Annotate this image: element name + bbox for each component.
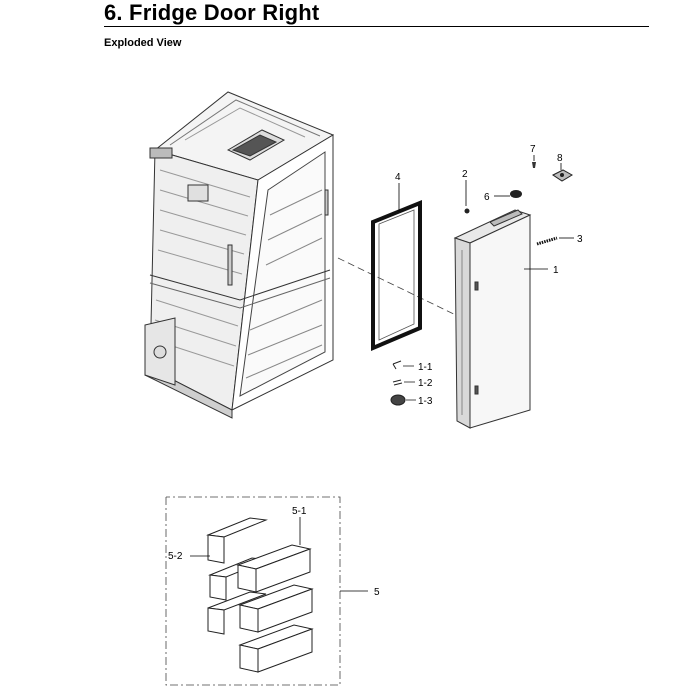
door-gasket: [371, 200, 422, 352]
door-bin-large: [236, 544, 314, 673]
door-bins-group: [165, 496, 368, 686]
callout-8: 8: [557, 153, 563, 164]
fridge-door: [453, 209, 532, 429]
door-stopper: [494, 190, 522, 198]
title-rule: [104, 26, 649, 27]
callout-3: 3: [577, 234, 583, 245]
callout-1-1: 1-1: [418, 362, 433, 373]
alignment-line: [337, 257, 463, 319]
callout-1-3: 1-3: [418, 396, 433, 407]
callout-5-2: 5-2: [168, 551, 183, 562]
page-subtitle: Exploded View: [104, 37, 182, 49]
callout-5-1: 5-1: [292, 506, 307, 517]
callout-6: 6: [484, 192, 490, 203]
page-title: 6. Fridge Door Right: [104, 0, 320, 25]
callout-4: 4: [395, 172, 401, 183]
screw: [532, 155, 536, 168]
callout-1-2: 1-2: [418, 378, 433, 389]
callout-2: 2: [462, 169, 468, 180]
callout-5: 5: [374, 587, 380, 598]
hinge-bracket: [552, 163, 573, 182]
callout-7: 7: [530, 144, 536, 155]
callout-1: 1: [553, 265, 559, 276]
hinge-pin: [464, 180, 470, 214]
door-rod: [536, 236, 574, 246]
fridge-cabinet: [144, 91, 335, 419]
door-hardware: [390, 360, 416, 406]
